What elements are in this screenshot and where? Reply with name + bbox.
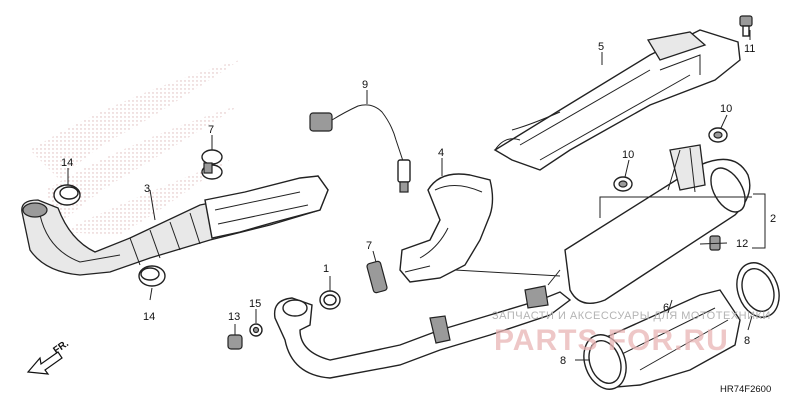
exhaust-pipe [273,285,572,379]
front-direction-indicator: FR. [26,338,71,375]
label-part-4: 4 [438,147,444,159]
label-part-5: 5 [598,41,604,53]
label-part-10-right: 10 [720,103,732,115]
part-number-labels: 1 2 3 4 5 6 7 7 8 8 9 10 10 11 12 13 14 … [61,41,776,367]
part-7-clamp-upper [201,149,223,180]
part-8-band-lower [583,334,627,390]
site-watermark: ЗАПЧАСТИ И АКСЕССУАРЫ ДЛЯ МОТОТЕХНИКИ PA… [492,310,771,357]
label-part-8-upper: 8 [744,335,750,347]
label-part-10-left: 10 [622,149,634,161]
label-part-6: 6 [663,302,669,314]
brand-watermark-wings [30,60,240,235]
part-13-nut [227,334,243,350]
label-part-12: 12 [736,238,748,250]
direction-label: FR. [51,338,71,356]
label-part-8-lower: 8 [560,355,566,367]
part-11-bolt [739,15,753,37]
label-part-13: 13 [228,311,240,323]
part-7-joint-gasket [366,260,388,294]
label-part-14-upper: 14 [61,157,73,169]
label-part-15: 15 [249,298,261,310]
direction-arrow-icon [26,351,63,375]
watermark-caption: ЗАПЧАСТИ И АКСЕССУАРЫ ДЛЯ МОТОТЕХНИКИ [492,310,771,322]
part-3-header-pipe [21,175,329,276]
label-part-11: 11 [744,43,755,55]
part-10-grommet-left [613,176,633,192]
part-1-gasket [319,290,341,310]
figure-code: HR74F2600 [720,384,771,395]
part-5-muffler-cover [493,29,741,171]
part-2-muffler [547,144,751,304]
part-8-band-upper [736,262,780,318]
leader-lines [67,30,766,361]
part-10-grommet-right [708,127,728,143]
watermark-logo: PARTS FOR.RU [494,324,729,357]
part-14-band-upper [53,184,81,206]
label-part-3: 3 [144,183,150,195]
part-15-washer [249,323,263,337]
label-part-14-lower: 14 [143,311,155,323]
label-part-1: 1 [323,263,329,275]
part-9-oxygen-sensor [309,104,411,193]
label-part-9: 9 [362,79,368,91]
label-part-7-upper: 7 [208,124,214,136]
label-part-7-lower: 7 [366,240,372,252]
part-14-band-lower [138,265,166,287]
part-4-joint-cover [399,173,494,283]
label-part-2: 2 [770,213,776,225]
